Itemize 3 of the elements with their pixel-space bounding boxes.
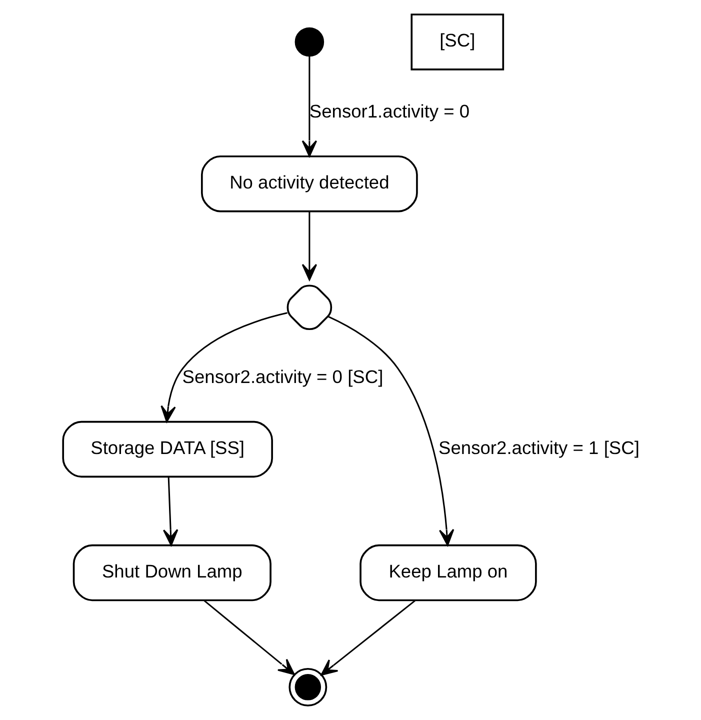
edge-label: Sensor2.activity = 0 [SC] — [182, 366, 383, 388]
edge-label: Sensor1.activity = 0 — [308, 100, 470, 122]
edge-label: Sensor2.activity = 1 [SC] — [438, 436, 639, 458]
